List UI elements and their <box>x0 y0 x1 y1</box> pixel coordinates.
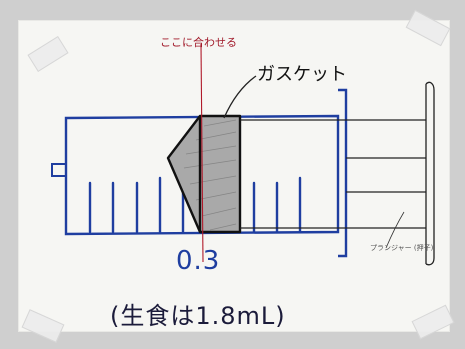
plunger-label: プランジャー (押子) <box>370 244 434 252</box>
plunger-pointer <box>385 211 405 249</box>
syringe-barrel <box>64 114 340 236</box>
gasket-label: ガスケット <box>257 64 347 85</box>
volume-reading: 0.3 <box>176 246 221 276</box>
gasket-pointer <box>223 75 257 119</box>
alignment-line <box>200 43 204 263</box>
plunger-thumb-rest <box>425 81 435 266</box>
plunger-rod <box>240 119 426 229</box>
gasket <box>166 114 242 234</box>
align-note: ここに合わせる <box>160 36 237 49</box>
syringe-tip <box>51 163 67 177</box>
syringe-flange <box>338 88 348 258</box>
total-volume-note: (生食は1.8mL) <box>110 302 286 330</box>
